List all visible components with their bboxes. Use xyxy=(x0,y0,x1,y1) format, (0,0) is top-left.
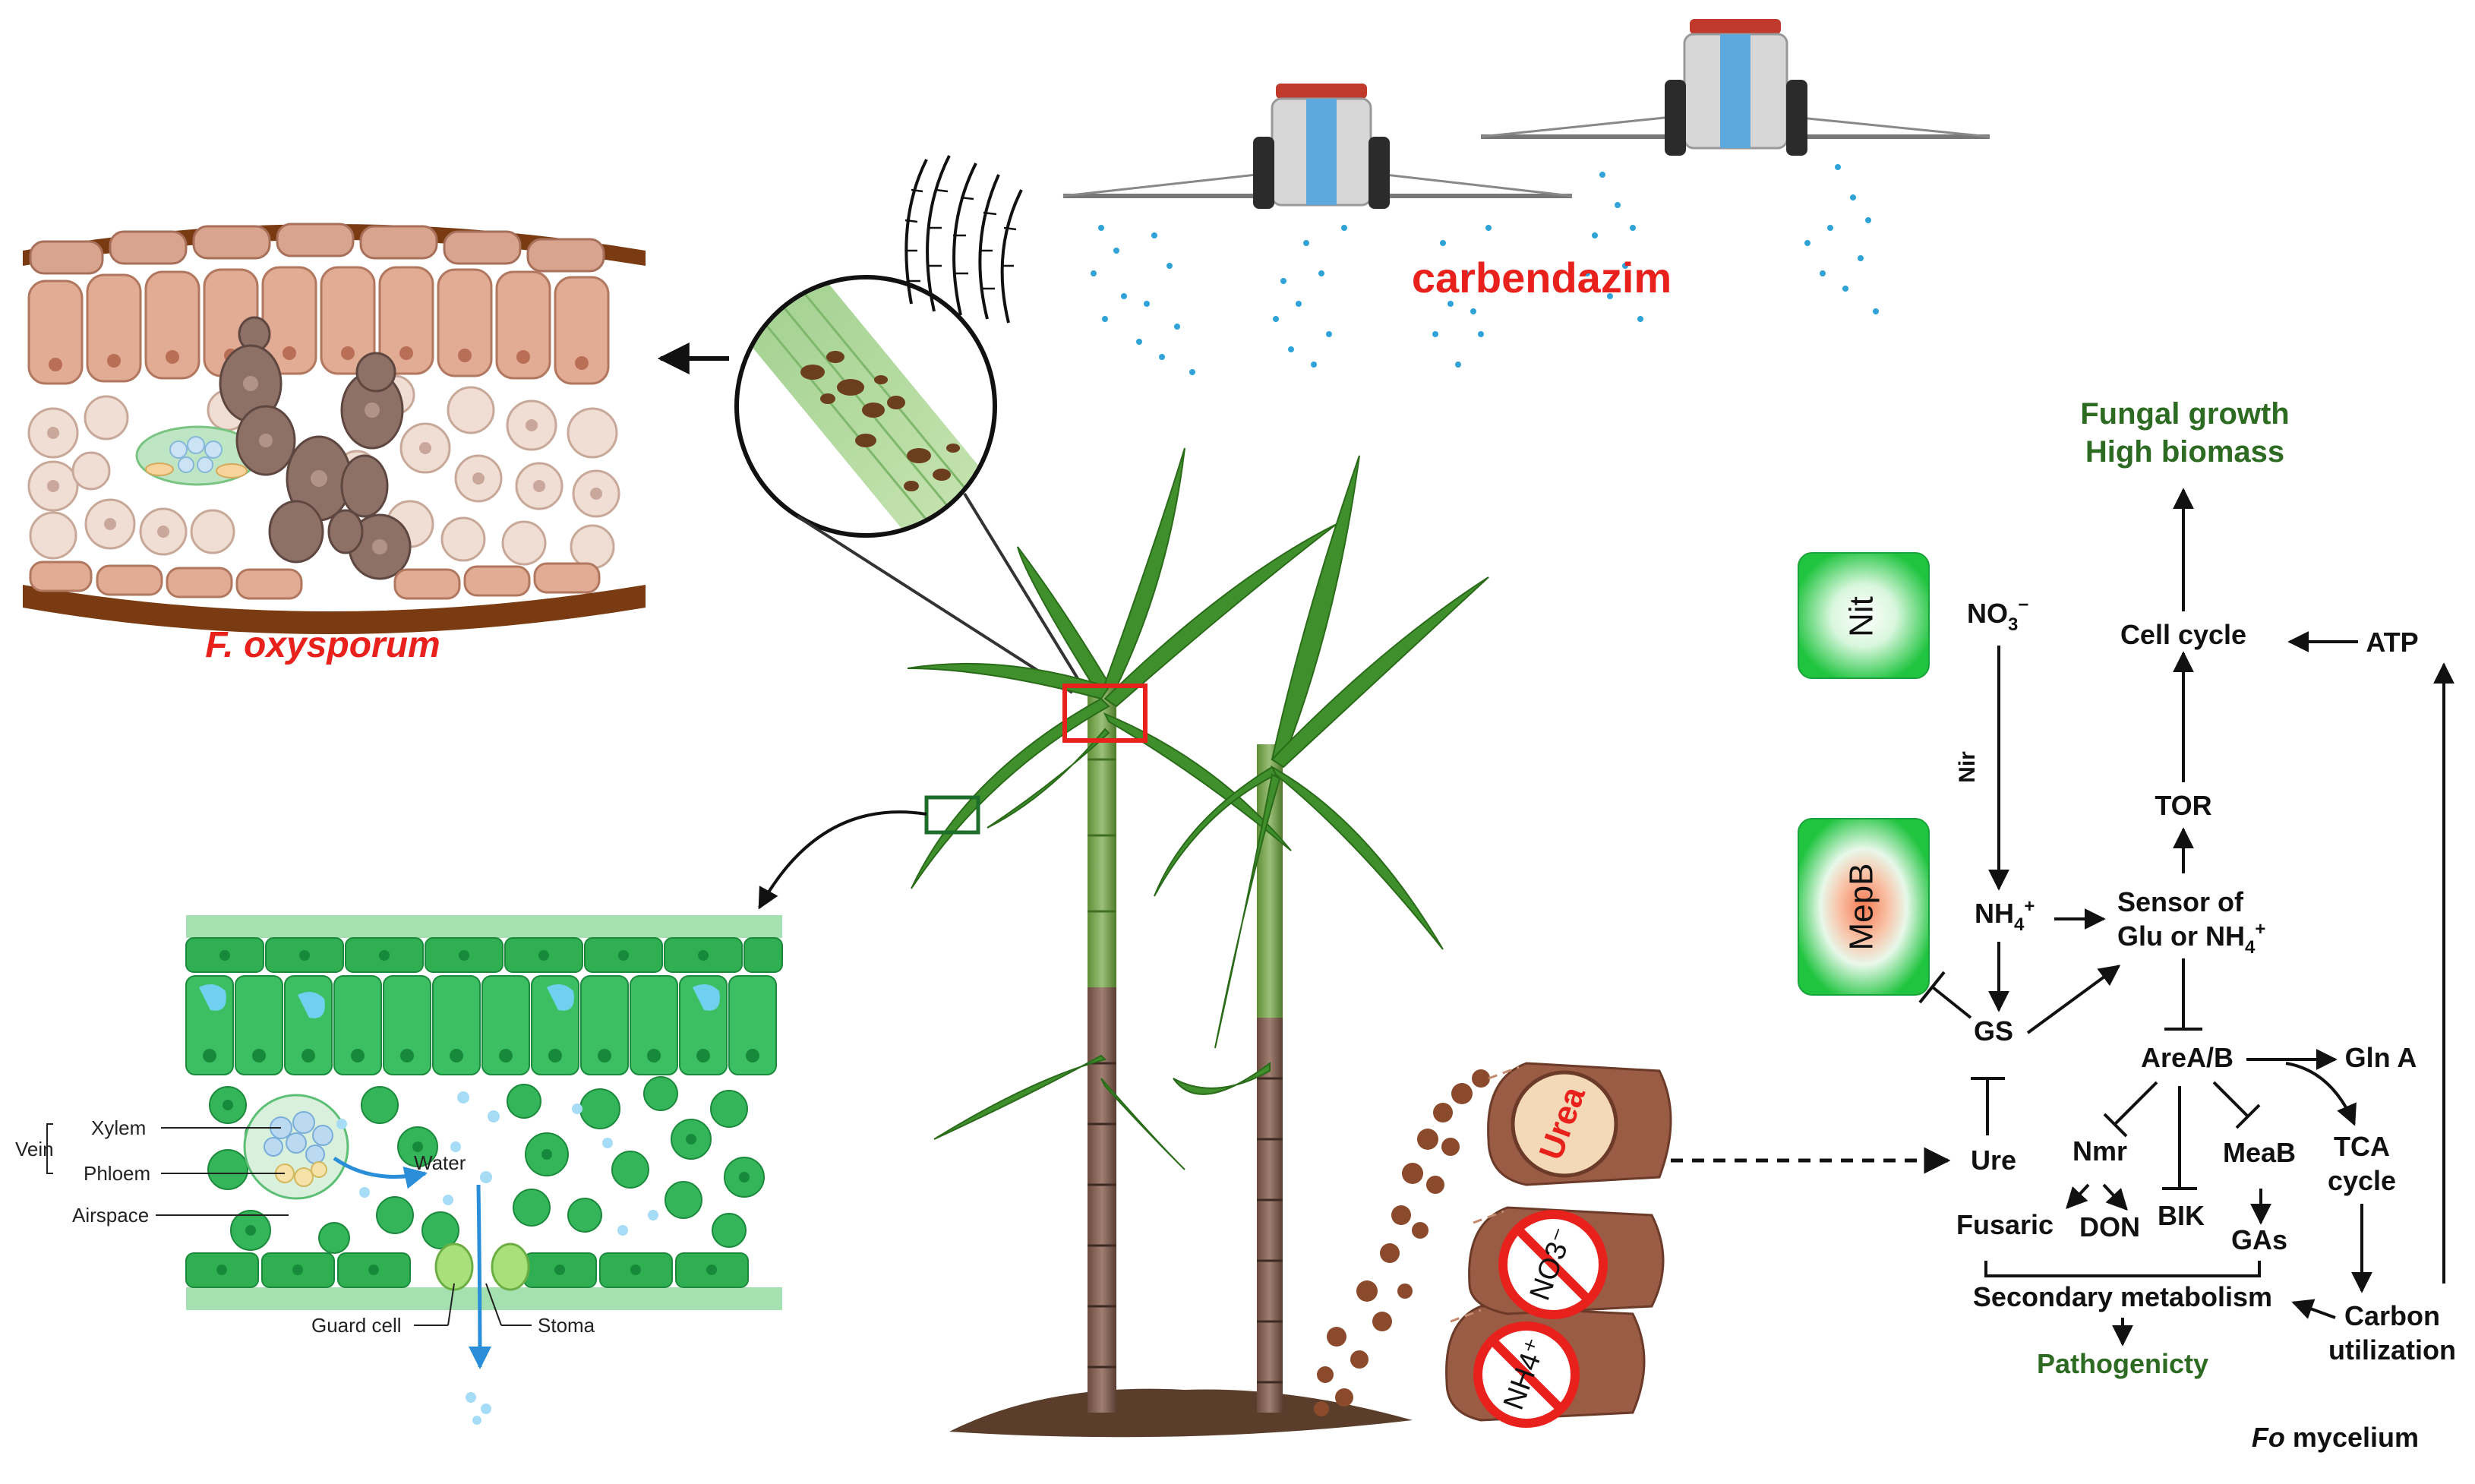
nmr-label: Nmr xyxy=(2072,1135,2127,1167)
gln-a-label: Gln A xyxy=(2345,1042,2417,1073)
cell-cycle-label: Cell cycle xyxy=(2120,619,2246,650)
sensor-line1: Sensor of xyxy=(2117,886,2244,917)
water-label: Water xyxy=(414,1151,466,1174)
tca-line1: TCA xyxy=(2334,1131,2390,1162)
pathway-edges xyxy=(1984,488,2454,1347)
airspace-label: Airspace xyxy=(72,1204,149,1227)
phloem-label: Phloem xyxy=(84,1162,150,1185)
area-b-label: AreA/B xyxy=(2141,1042,2233,1073)
infection-site-box xyxy=(1062,684,1148,743)
sugarcane-plant xyxy=(907,447,1489,1438)
gs-label: GS xyxy=(1974,1015,2013,1047)
sensor-line2: Glu or NH4+ xyxy=(2117,919,2265,958)
pathogen-label: F. oxysporum xyxy=(205,625,440,665)
tor-label: TOR xyxy=(2155,790,2211,821)
arrow-to-leaf-section xyxy=(758,810,927,910)
sprayer-tractor-left xyxy=(1062,84,1573,375)
carbendazim-label: carbendazim xyxy=(1412,254,1672,302)
no-ammonium-icon xyxy=(1473,1321,1580,1428)
vein-bundle xyxy=(243,1094,349,1200)
xylem-label: Xylem xyxy=(91,1116,146,1139)
mepb-gene-box xyxy=(1798,818,1930,996)
infected-tissue-section xyxy=(23,223,646,634)
carbon-line2: utilization xyxy=(2328,1334,2456,1366)
fusaric-label: Fusaric xyxy=(1956,1209,2054,1240)
vein-label: Vein xyxy=(15,1138,54,1160)
gas-label: GAs xyxy=(2231,1224,2287,1255)
high-biomass-label: High biomass xyxy=(2085,435,2284,469)
secondary-metabolism-label: Secondary metabolism xyxy=(1973,1281,2272,1312)
fertilizer-granules xyxy=(1314,1069,1490,1416)
tca-line2: cycle xyxy=(2328,1165,2396,1196)
pathway-inhibition-edges xyxy=(1918,958,2261,1190)
nir-label: Nir xyxy=(1955,751,1980,783)
leaf-cross-section xyxy=(46,915,783,1425)
no-nitrate-icon xyxy=(1498,1210,1608,1319)
don-label: DON xyxy=(2079,1211,2140,1242)
urea-badge xyxy=(1511,1070,1618,1178)
fertilizer-bags xyxy=(1445,1062,1672,1428)
nh4-label: NH4+ xyxy=(1975,896,2035,935)
mepb-gene-label: MepB xyxy=(1843,864,1880,951)
organism-caption: Fo mycelium xyxy=(2252,1422,2419,1453)
guard-cells-icon xyxy=(434,1242,530,1291)
sprayer-tractor-right xyxy=(1480,19,1990,322)
bik-label: BIK xyxy=(2158,1200,2205,1231)
leaf-section-box xyxy=(924,795,980,835)
magnified-leaf-circle xyxy=(734,275,1086,694)
fungal-growth-label: Fungal growth xyxy=(2080,397,2290,431)
atp-label: ATP xyxy=(2366,627,2418,658)
no3-label: NO3− xyxy=(1967,595,2028,635)
carbon-line1: Carbon xyxy=(2344,1300,2440,1331)
vascular-bundle xyxy=(135,425,260,486)
meab-label: MeaB xyxy=(2223,1137,2296,1168)
stoma-label: Stoma xyxy=(538,1314,595,1337)
pathogenicity-label: Pathogenicty xyxy=(2037,1348,2208,1379)
nit-gene-label: Nit xyxy=(1843,596,1880,637)
nit-gene-box xyxy=(1798,552,1930,679)
ure-label: Ure xyxy=(1971,1145,2016,1176)
spores-icon xyxy=(904,155,1023,324)
guard-cell-label: Guard cell xyxy=(311,1314,402,1337)
